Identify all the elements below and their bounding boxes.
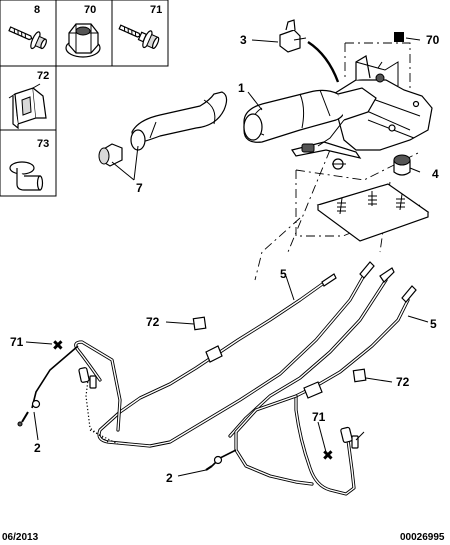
- part-ref-71: 71: [150, 4, 162, 16]
- part-ref-70: 70: [84, 4, 96, 16]
- callout-71b: 71: [312, 410, 326, 424]
- callout-1: 1: [238, 81, 245, 95]
- callout-72a: 72: [146, 315, 160, 329]
- cable-left: [17, 261, 375, 448]
- callout-2a: 2: [34, 441, 41, 455]
- callout-5a: 5: [280, 267, 287, 281]
- screw-71-marker-b: ✖: [322, 447, 334, 463]
- leader-lines: [25, 37, 429, 477]
- callout-5b: 5: [430, 317, 437, 331]
- callout-7: 7: [136, 181, 143, 195]
- grip-end-cap: [98, 143, 123, 167]
- footer-code: 00026995: [400, 532, 445, 543]
- screw-71-marker-a: ✖: [52, 337, 64, 353]
- nut-70-marker: [394, 32, 404, 42]
- rivet-icon: [9, 161, 44, 191]
- box-ref-8: [0, 0, 57, 67]
- part-ref-73: 73: [37, 138, 49, 150]
- clip-72-marker-a: [192, 316, 207, 331]
- brake-switch: [279, 19, 340, 83]
- box-ref-71: [111, 0, 169, 67]
- handle-grip: [130, 91, 228, 151]
- header-part-boxes: [0, 0, 169, 197]
- cable-right: [205, 285, 417, 496]
- box-side-parts: [0, 65, 57, 197]
- callout-72b: 72: [396, 375, 410, 389]
- floor-plate: [316, 183, 430, 242]
- ratchet-rod: [291, 141, 362, 170]
- callout-70: 70: [426, 33, 440, 47]
- spacer-bush: [393, 154, 411, 176]
- callout-4: 4: [432, 167, 439, 181]
- screw-flange-icon: [8, 26, 47, 50]
- nut-flange-icon: [65, 23, 101, 58]
- screw-stud-icon: [118, 24, 160, 50]
- clip-icon: [8, 83, 47, 130]
- cable-center: [228, 267, 395, 438]
- handbrake-lever: [243, 87, 377, 147]
- callout-3: 3: [240, 33, 247, 47]
- part-ref-72: 72: [37, 70, 49, 82]
- callout-2b: 2: [166, 471, 173, 485]
- clip-72-marker-b: [352, 368, 367, 383]
- callout-71a: 71: [10, 335, 24, 349]
- footer-date: 06/2013: [2, 532, 39, 543]
- part-ref-8: 8: [34, 4, 40, 16]
